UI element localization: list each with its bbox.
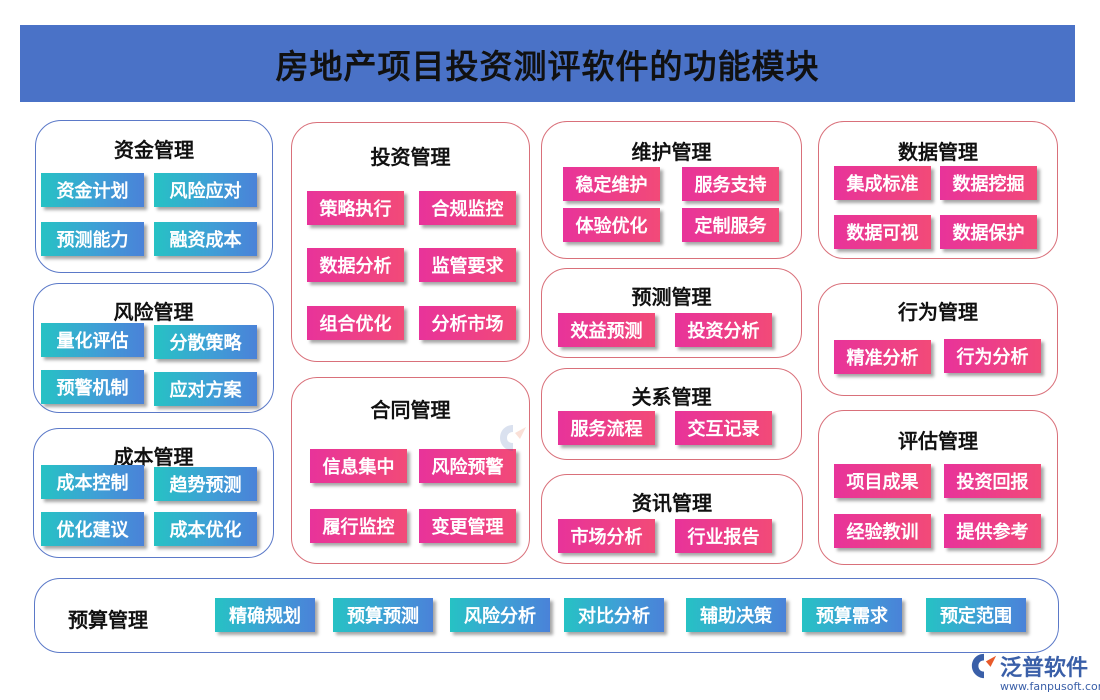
- panel-cost: 成本管理 成本控制 趋势预测 优化建议 成本优化: [33, 428, 274, 558]
- module-button[interactable]: 预算预测: [333, 598, 433, 632]
- fanpu-logo-icon: [971, 653, 997, 679]
- module-button[interactable]: 项目成果: [834, 464, 931, 498]
- module-button[interactable]: 投资回报: [944, 464, 1041, 498]
- panel-title: 关系管理: [631, 385, 712, 409]
- module-button[interactable]: 履行监控: [310, 509, 407, 543]
- panel-title: 数据管理: [898, 140, 978, 164]
- module-button[interactable]: 提供参考: [944, 514, 1041, 548]
- module-button[interactable]: 数据分析: [307, 248, 404, 282]
- panel-title: 投资管理: [370, 145, 451, 169]
- module-button[interactable]: 对比分析: [564, 598, 664, 632]
- panel-forecast: 预测管理 效益预测 投资分析: [541, 268, 802, 358]
- module-button[interactable]: 数据可视: [834, 215, 931, 249]
- module-button[interactable]: 数据挖掘: [940, 166, 1037, 200]
- module-button[interactable]: 合规监控: [419, 191, 516, 225]
- module-button[interactable]: 稳定维护: [563, 167, 660, 201]
- module-button[interactable]: 风险预警: [419, 449, 516, 483]
- title-banner: 房地产项目投资测评软件的功能模块: [20, 25, 1075, 102]
- brand-url: www.fanpusoft.com: [1000, 680, 1100, 693]
- panel-title: 维护管理: [631, 140, 712, 164]
- brand-logo: 泛普软件 www.fanpusoft.com: [970, 650, 1100, 696]
- panel-title: 预算管理: [68, 608, 148, 632]
- panel-title: 资讯管理: [632, 491, 712, 515]
- module-button[interactable]: 应对方案: [154, 372, 257, 406]
- panel-title: 资金管理: [114, 138, 194, 162]
- module-button[interactable]: 融资成本: [154, 222, 257, 256]
- module-button[interactable]: 集成标准: [834, 166, 931, 200]
- panel-information: 资讯管理 市场分析 行业报告: [541, 474, 803, 564]
- module-button[interactable]: 市场分析: [558, 519, 655, 553]
- module-button[interactable]: 量化评估: [41, 323, 144, 357]
- module-button[interactable]: 效益预测: [558, 313, 655, 347]
- module-button[interactable]: 风险分析: [450, 598, 550, 632]
- module-button[interactable]: 交互记录: [675, 411, 772, 445]
- module-button[interactable]: 趋势预测: [154, 467, 257, 501]
- module-button[interactable]: 组合优化: [307, 306, 404, 340]
- module-button[interactable]: 信息集中: [310, 449, 407, 483]
- module-button[interactable]: 预定范围: [926, 598, 1026, 632]
- module-button[interactable]: 风险应对: [154, 173, 257, 207]
- module-button[interactable]: 变更管理: [419, 509, 516, 543]
- module-button[interactable]: 分散策略: [154, 325, 257, 359]
- module-button[interactable]: 经验教训: [834, 514, 931, 548]
- page-title: 房地产项目投资测评软件的功能模块: [275, 46, 820, 86]
- panel-contract: 合同管理 信息集中 风险预警 履行监控 变更管理: [291, 377, 530, 564]
- brand-name: 泛普软件: [1000, 656, 1089, 681]
- panel-title: 风险管理: [113, 300, 194, 324]
- module-button[interactable]: 精确规划: [215, 598, 315, 632]
- module-button[interactable]: 精准分析: [834, 340, 931, 374]
- module-button[interactable]: 分析市场: [419, 306, 516, 340]
- panel-investment: 投资管理 策略执行 合规监控 数据分析 监管要求 组合优化 分析市场: [291, 122, 530, 362]
- module-button[interactable]: 行为分析: [944, 339, 1041, 373]
- module-button[interactable]: 成本优化: [154, 512, 257, 546]
- module-button[interactable]: 预警机制: [41, 370, 144, 404]
- panel-evaluation: 评估管理 项目成果 投资回报 经验教训 提供参考: [818, 410, 1058, 565]
- module-button[interactable]: 监管要求: [419, 248, 516, 282]
- module-button[interactable]: 成本控制: [41, 465, 144, 499]
- panel-maintenance: 维护管理 稳定维护 服务支持 体验优化 定制服务: [541, 121, 802, 259]
- module-button[interactable]: 辅助决策: [686, 598, 786, 632]
- module-button[interactable]: 行业报告: [675, 519, 772, 553]
- module-button[interactable]: 投资分析: [675, 313, 772, 347]
- panel-data: 数据管理 集成标准 数据挖掘 数据可视 数据保护: [818, 121, 1058, 259]
- module-button[interactable]: 预算需求: [802, 598, 902, 632]
- module-button[interactable]: 服务流程: [558, 411, 655, 445]
- panel-title: 评估管理: [898, 429, 978, 453]
- panel-title: 合同管理: [370, 398, 451, 422]
- module-button[interactable]: 资金计划: [41, 173, 144, 207]
- panel-title: 行为管理: [898, 300, 978, 324]
- panel-behavior: 行为管理 精准分析 行为分析: [818, 283, 1058, 396]
- panel-relations: 关系管理 服务流程 交互记录: [541, 368, 802, 460]
- module-button[interactable]: 优化建议: [41, 512, 144, 546]
- panel-title: 预测管理: [631, 285, 712, 309]
- panel-funds: 资金管理 资金计划 风险应对 预测能力 融资成本: [35, 120, 273, 273]
- module-button[interactable]: 服务支持: [682, 167, 779, 201]
- module-button[interactable]: 预测能力: [41, 222, 144, 256]
- panel-risk: 风险管理 量化评估 分散策略 预警机制 应对方案: [33, 283, 274, 413]
- module-button[interactable]: 定制服务: [682, 208, 779, 242]
- watermark-logo-icon: [498, 420, 608, 456]
- module-button[interactable]: 策略执行: [307, 191, 404, 225]
- module-button[interactable]: 体验优化: [563, 208, 660, 242]
- module-button[interactable]: 数据保护: [940, 215, 1037, 249]
